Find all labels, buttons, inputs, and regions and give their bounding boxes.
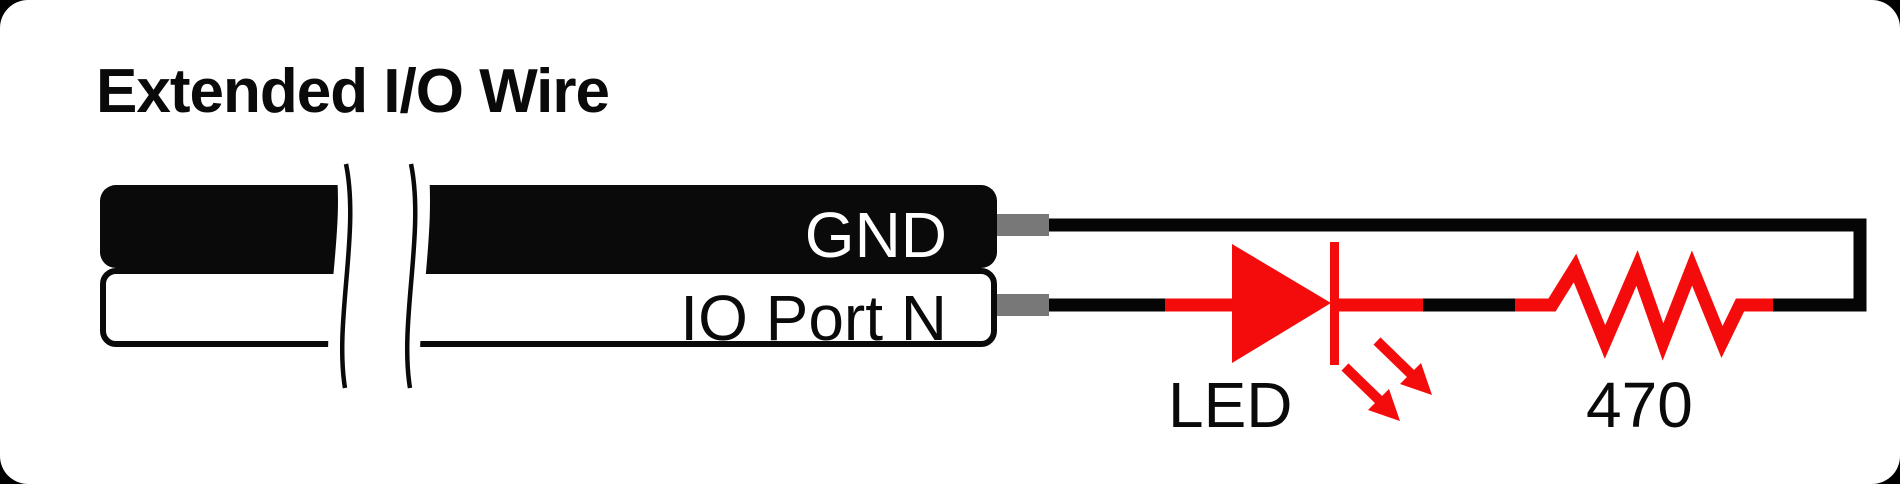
resistor-value-label: 470 (1586, 369, 1693, 441)
gnd-pin-connector (997, 214, 1049, 236)
led-emission-arrow-shaft-2 (1341, 363, 1383, 404)
led-emission-arrow-head-1 (1400, 363, 1432, 395)
led-label: LED (1168, 369, 1293, 441)
io-port-label: IO Port N (680, 282, 947, 354)
diagram-title: Extended I/O Wire (96, 57, 609, 126)
led-cathode-bar (1330, 242, 1339, 365)
resistor-symbol (1515, 250, 1773, 361)
gnd-wire-bar (100, 185, 997, 268)
led-emission-arrow-shaft-1 (1373, 337, 1415, 378)
gnd-wire-path (1049, 218, 1867, 312)
led-anode-triangle (1232, 244, 1331, 363)
io-pin-connector (997, 294, 1049, 316)
gnd-label: GND (805, 199, 947, 271)
led-symbol (1165, 242, 1432, 421)
led-emission-arrow-head-2 (1368, 389, 1400, 421)
cable-break-gap (327, 140, 430, 408)
led-emission-arrows-icon (1341, 337, 1432, 421)
cable-break-icon (339, 163, 418, 389)
cable-break-line-right (404, 163, 418, 389)
cable-break-line-left (339, 163, 353, 389)
io-wire-bar (100, 268, 997, 347)
